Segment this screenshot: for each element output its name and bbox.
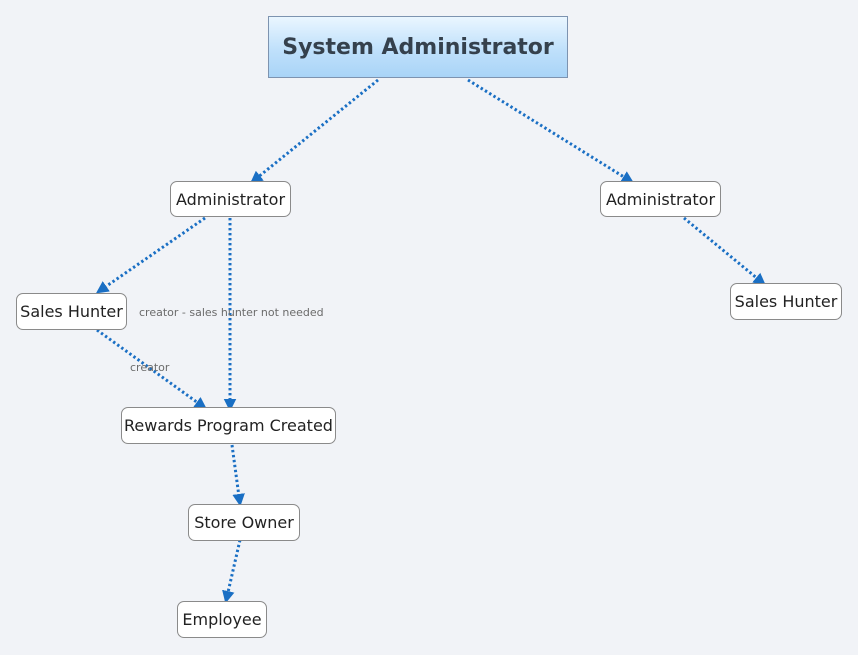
edge-root-to-admin-right bbox=[467, 78, 635, 184]
root-node-label: System Administrator bbox=[282, 34, 554, 60]
edge-root-to-admin-left bbox=[250, 78, 379, 184]
edge-sales-hunter-to-rewards-program bbox=[96, 328, 208, 410]
node-label: Sales Hunter bbox=[20, 302, 123, 321]
node-sales-hunter-left[interactable]: Sales Hunter bbox=[16, 293, 127, 330]
node-sales-hunter-right[interactable]: Sales Hunter bbox=[730, 283, 842, 320]
node-administrator-right[interactable]: Administrator bbox=[600, 181, 721, 217]
edge-label-creator: creator bbox=[130, 361, 170, 374]
node-store-owner[interactable]: Store Owner bbox=[188, 504, 300, 541]
node-label: Store Owner bbox=[194, 513, 294, 532]
node-rewards-program-created[interactable]: Rewards Program Created bbox=[121, 407, 336, 444]
node-employee[interactable]: Employee bbox=[177, 601, 267, 638]
edge-admin-left-to-sales-hunter bbox=[95, 216, 206, 294]
node-administrator-left[interactable]: Administrator bbox=[170, 181, 291, 217]
edge-store-owner-to-employee bbox=[222, 539, 242, 604]
edge-label-creator-not-needed: creator - sales hunter not needed bbox=[139, 306, 324, 319]
node-label: Sales Hunter bbox=[734, 292, 838, 311]
node-label: Rewards Program Created bbox=[124, 416, 333, 435]
edge-rewards-program-to-store-owner bbox=[230, 444, 245, 507]
node-label: Employee bbox=[182, 610, 262, 629]
edge-admin-right-to-sales-hunter bbox=[683, 216, 766, 286]
node-label: Administrator bbox=[605, 189, 716, 209]
node-label: Administrator bbox=[175, 189, 286, 209]
root-node-system-administrator[interactable]: System Administrator bbox=[268, 16, 568, 78]
